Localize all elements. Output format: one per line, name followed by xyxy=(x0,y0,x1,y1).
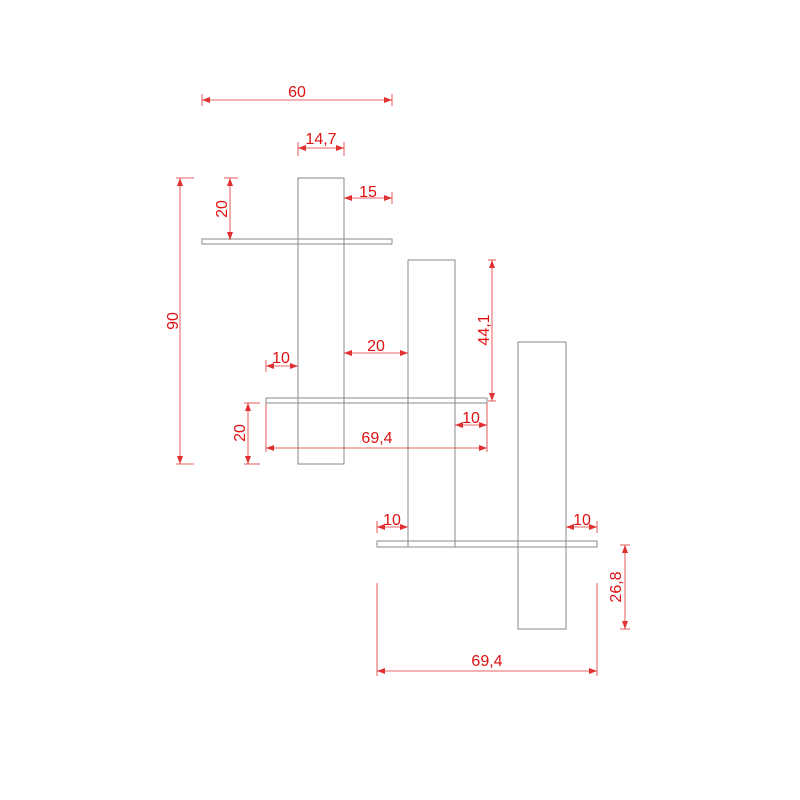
dim-middle-upright-height: 44,1 xyxy=(476,314,493,345)
dim-bottom-upright-drop: 26,8 xyxy=(608,571,625,602)
dim-overall-width-top: 60 xyxy=(288,84,306,101)
parts xyxy=(201,177,598,630)
dim-middle-shelf-width: 69,4 xyxy=(361,430,392,447)
dimension-labels: 60 14,7 15 20 90 20 10 44,1 10 69,4 20 1… xyxy=(165,84,625,670)
upright-1 xyxy=(297,177,345,465)
shelf-bottom xyxy=(376,540,598,548)
dim-bottom-shelf-right-overhang: 10 xyxy=(573,512,591,529)
dim-upright-gap: 20 xyxy=(367,338,385,355)
upright-3 xyxy=(517,341,567,630)
shelf-middle xyxy=(265,397,488,404)
dim-top-shelf-overhang: 15 xyxy=(359,184,377,201)
dim-bottom-shelf-left-overhang: 10 xyxy=(383,512,401,529)
dim-bottom-shelf-width: 69,4 xyxy=(471,653,502,670)
dim-middle-shelf-right-overhang: 10 xyxy=(462,410,480,427)
dim-middle-shelf-left-overhang: 10 xyxy=(272,350,290,367)
dim-upright-width: 14,7 xyxy=(305,131,336,148)
dimension-lines xyxy=(176,94,630,676)
dim-middle-shelf-drop: 20 xyxy=(232,424,249,442)
dim-overall-height: 90 xyxy=(165,312,182,330)
shelf-top xyxy=(201,238,393,245)
dim-top-shelf-offset: 20 xyxy=(214,200,231,218)
